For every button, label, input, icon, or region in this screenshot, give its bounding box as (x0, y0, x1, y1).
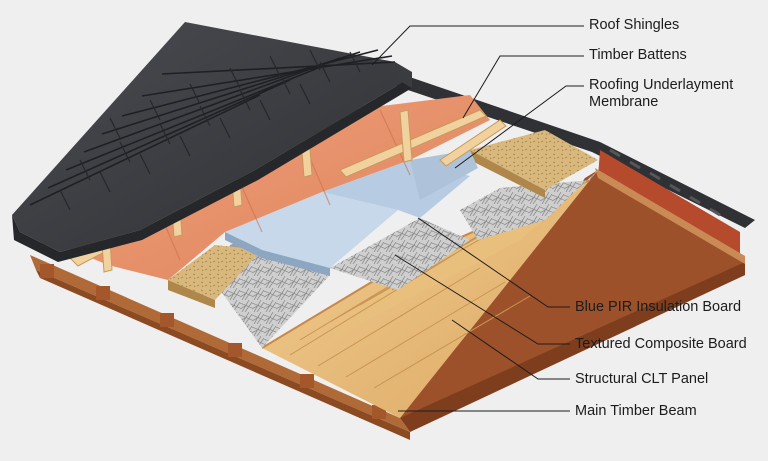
leader-timber-battens (462, 55, 584, 119)
main-timber-beam-body (400, 168, 745, 432)
callout-leader-lines (371, 25, 584, 412)
label-timber-battens: Timber Battens (589, 47, 687, 63)
label-roof-shingles: Roof Shingles (589, 17, 680, 33)
leader-clt-panel (451, 319, 570, 380)
leader-roof-shingles (371, 25, 584, 66)
label-composite-board: Textured Composite Board (575, 336, 747, 352)
label-timber-beam: Main Timber Beam (575, 403, 697, 419)
leader-roofing-underlayment (454, 85, 584, 169)
pir-insulation-surface (225, 150, 478, 276)
leader-pir-insulation (417, 217, 570, 308)
leader-composite-board (394, 254, 570, 345)
label-roofing-underlayment: Roofing Underlayment Membrane (589, 77, 734, 110)
slope-underside (30, 255, 410, 440)
rafter-ends (40, 264, 386, 419)
label-pir-insulation: Blue PIR Insulation Board (575, 299, 742, 315)
label-clt-panel: Structural CLT Panel (575, 371, 709, 387)
osb-blocks (168, 130, 598, 308)
shingle-area (12, 22, 412, 262)
